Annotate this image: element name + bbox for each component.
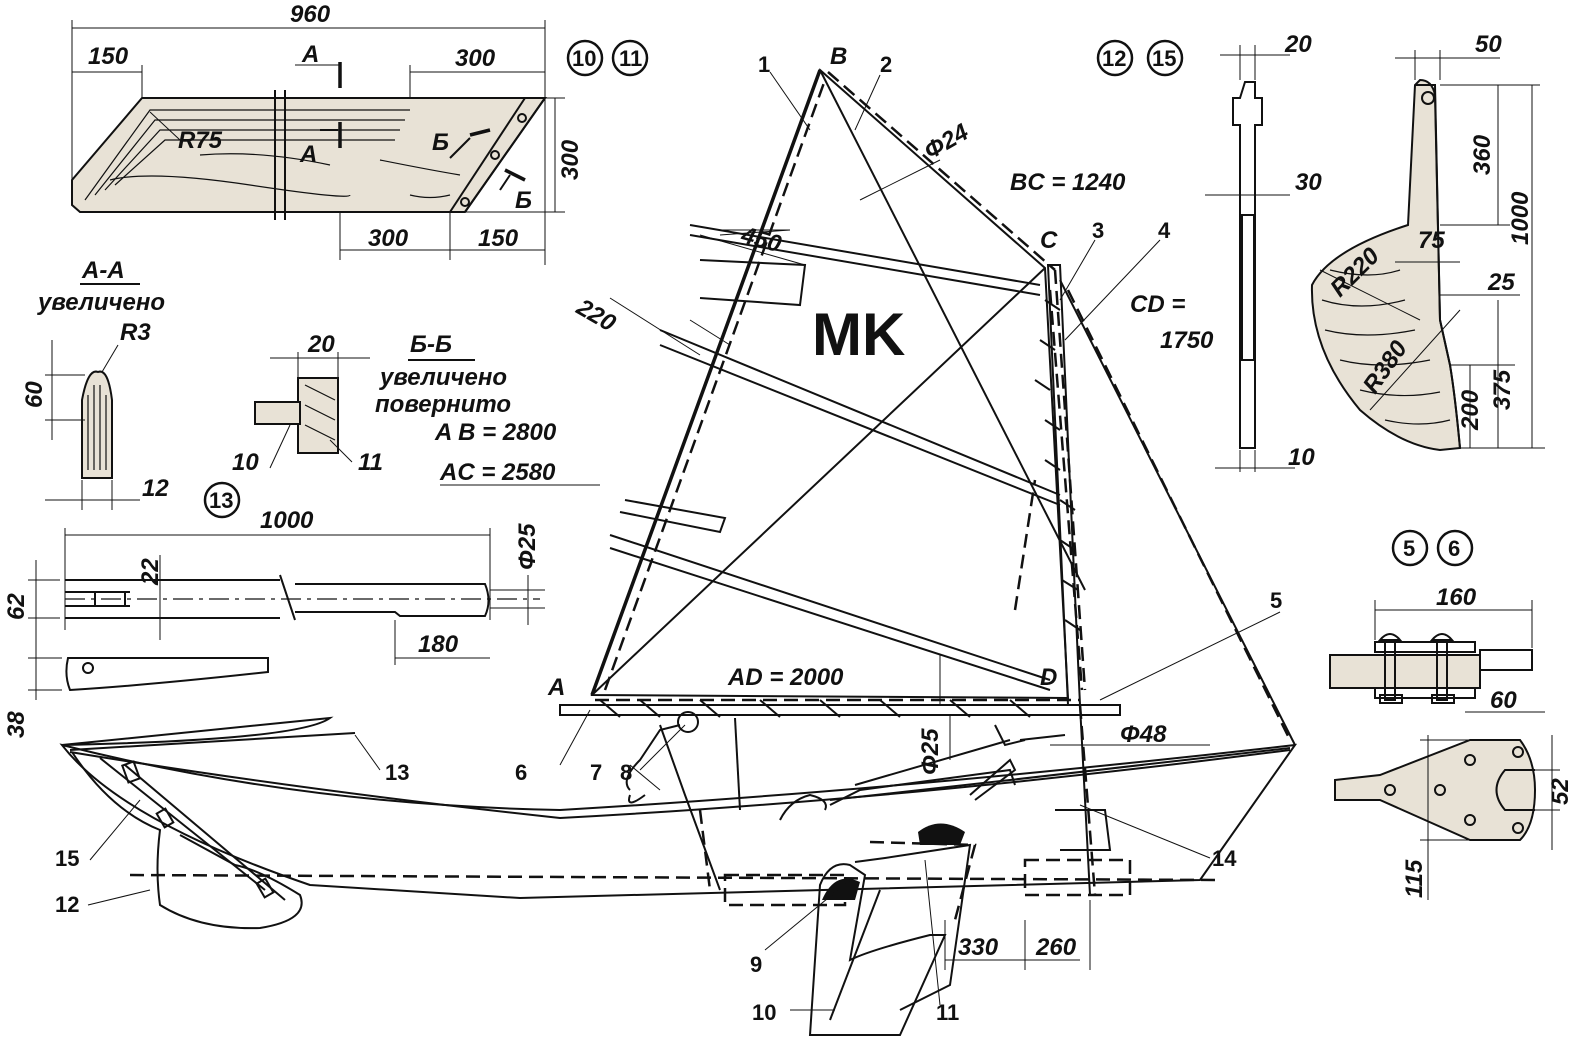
fitting-view: 160 60 52 115 (1329, 584, 1574, 900)
circle-13: 13 (209, 488, 233, 513)
tiller-62: 62 (3, 593, 30, 620)
part-12: 12 (55, 892, 79, 917)
cb-secB: Б (432, 129, 449, 156)
circle-11: 11 (619, 46, 642, 71)
part-1: 1 (758, 52, 770, 77)
tiller-d25: Φ25 (514, 523, 541, 570)
aa-60: 60 (21, 381, 48, 408)
fit-52: 52 (1547, 778, 1574, 805)
len-cd2: 1750 (1160, 327, 1214, 354)
tiller-view: 1000 62 22 Φ25 180 38 (3, 507, 545, 738)
part-5: 5 (1270, 588, 1282, 613)
boat-main: MK B C A D A B = 2800 AC = 2580 AD = 200… (55, 43, 1298, 1036)
section-aa: A-A увеличено R3 60 12 (21, 257, 169, 510)
cb-h300: 300 (557, 139, 584, 180)
rudder-blade-view: 50 360 1000 75 R220 25 R380 375 200 (1310, 31, 1545, 452)
point-b: B (830, 43, 847, 70)
sail-mark: MK (812, 301, 905, 368)
part-3: 3 (1092, 218, 1104, 243)
part-10: 10 (752, 1000, 776, 1025)
part-13: 13 (385, 760, 409, 785)
cb-300: 300 (455, 45, 496, 72)
dim-450: 450 (737, 221, 784, 258)
tiller-22: 22 (137, 558, 164, 586)
circle-15: 15 (1152, 46, 1176, 71)
len-ad: AD = 2000 (727, 664, 844, 691)
dim-330: 330 (958, 934, 999, 961)
fit-60: 60 (1490, 687, 1517, 714)
blade-200: 200 (1457, 389, 1484, 431)
blade-375: 375 (1489, 369, 1516, 410)
part-15: 15 (55, 846, 79, 871)
blade-360: 360 (1469, 134, 1496, 175)
bb-title: Б-Б (410, 331, 452, 358)
bb-20: 20 (307, 331, 335, 358)
len-cd1: CD = (1130, 291, 1185, 318)
part-4: 4 (1158, 218, 1171, 243)
aa-title: A-A (81, 257, 125, 284)
stock-20: 20 (1284, 31, 1312, 58)
tiller-38: 38 (3, 711, 30, 738)
len-bc: BC = 1240 (1010, 169, 1126, 196)
cb-secA2: A (299, 141, 317, 168)
circle-10: 10 (572, 46, 596, 71)
cb-150: 150 (88, 43, 129, 70)
circle-5: 5 (1403, 536, 1415, 561)
circle-12: 12 (1102, 46, 1126, 71)
len-ab: A B = 2800 (434, 419, 557, 446)
tiller-1000: 1000 (260, 507, 314, 534)
part-9: 9 (750, 952, 762, 977)
blade-25: 25 (1487, 269, 1515, 296)
part-11: 11 (936, 1000, 959, 1025)
rudder-stock-view: 20 30 10 (1205, 31, 1322, 472)
cb-b150: 150 (478, 225, 519, 252)
dim-mast: Φ48 (1120, 721, 1167, 748)
blade-75: 75 (1418, 227, 1445, 254)
bb-11: 11 (358, 449, 383, 476)
fit-115: 115 (1401, 859, 1428, 898)
circle-6: 6 (1448, 536, 1460, 561)
aa-subtitle: увеличено (37, 289, 165, 316)
part-6: 6 (515, 760, 527, 785)
cb-b300: 300 (368, 225, 409, 252)
aa-r3: R3 (120, 319, 151, 346)
tiller-180: 180 (418, 631, 459, 658)
point-a: A (547, 674, 565, 701)
aa-12: 12 (142, 475, 169, 502)
bb-line2: повернито (375, 391, 511, 418)
part-8: 8 (620, 760, 632, 785)
bb-10: 10 (232, 449, 259, 476)
cb-secB2: Б (515, 187, 532, 214)
blade-50: 50 (1475, 31, 1502, 58)
blade-1000: 1000 (1507, 191, 1534, 245)
fit-160: 160 (1436, 584, 1477, 611)
circle-labels: 10 11 12 15 13 5 6 (203, 39, 1474, 567)
cb-secA: A (301, 41, 319, 68)
part-7: 7 (590, 760, 602, 785)
cb-r75: R75 (178, 127, 223, 154)
stock-10: 10 (1288, 444, 1315, 471)
dim-260: 260 (1035, 934, 1077, 961)
point-c: C (1040, 227, 1058, 254)
cb-960: 960 (290, 1, 331, 28)
section-bb: Б-Б увеличено повернито 20 10 11 (232, 331, 511, 476)
len-ac: AC = 2580 (439, 459, 556, 486)
part-2: 2 (880, 52, 892, 77)
dim-boom: Φ25 (917, 728, 944, 775)
bb-line1: увеличено (379, 364, 507, 391)
part-14: 14 (1212, 846, 1237, 871)
centerboard-view: 960 150 300 300 300 150 R75 A A Б Б (71, 1, 584, 265)
point-d: D (1040, 664, 1057, 691)
stock-30: 30 (1295, 169, 1322, 196)
